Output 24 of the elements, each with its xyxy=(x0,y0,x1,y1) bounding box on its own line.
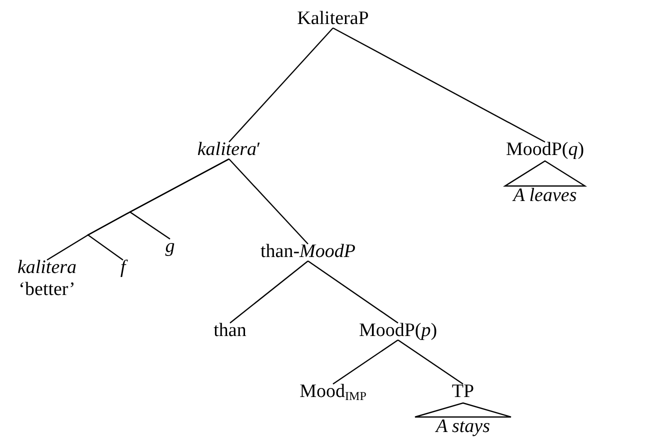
tree-node-label: MoodP(q) xyxy=(506,139,584,161)
gloss-text: ‘better’ xyxy=(18,279,76,301)
tree-node-label: A stays xyxy=(436,416,490,438)
tree-branch-line xyxy=(228,28,334,142)
tree-node-label: Mood$_{IMP}$ xyxy=(300,381,366,403)
triangle-branch xyxy=(414,402,512,418)
tree-branch-line xyxy=(398,340,464,384)
tree-node-label: kalitera′ xyxy=(197,139,261,161)
tree-node-label: A leaves xyxy=(513,185,577,207)
tree-node-label: f xyxy=(120,257,126,279)
tree-branch-line xyxy=(228,158,308,244)
tree-branch-line xyxy=(230,260,308,324)
tree-node-label: MoodP(p) xyxy=(358,320,438,342)
tree-branch-line xyxy=(308,260,398,324)
tree-node-label: KaliteraP xyxy=(297,8,369,30)
tree-node-label: TP xyxy=(452,381,474,403)
tree-branch-line xyxy=(332,27,546,143)
tree-node-label: than-MoodP xyxy=(260,241,356,263)
tree-node-label: than xyxy=(214,320,246,342)
tree-node-label: g xyxy=(165,236,175,258)
tree-node-label: kalitera xyxy=(17,257,77,279)
triangle-branch xyxy=(502,160,588,187)
tree-branch-line xyxy=(332,340,398,384)
tree-branch-line xyxy=(128,158,230,240)
